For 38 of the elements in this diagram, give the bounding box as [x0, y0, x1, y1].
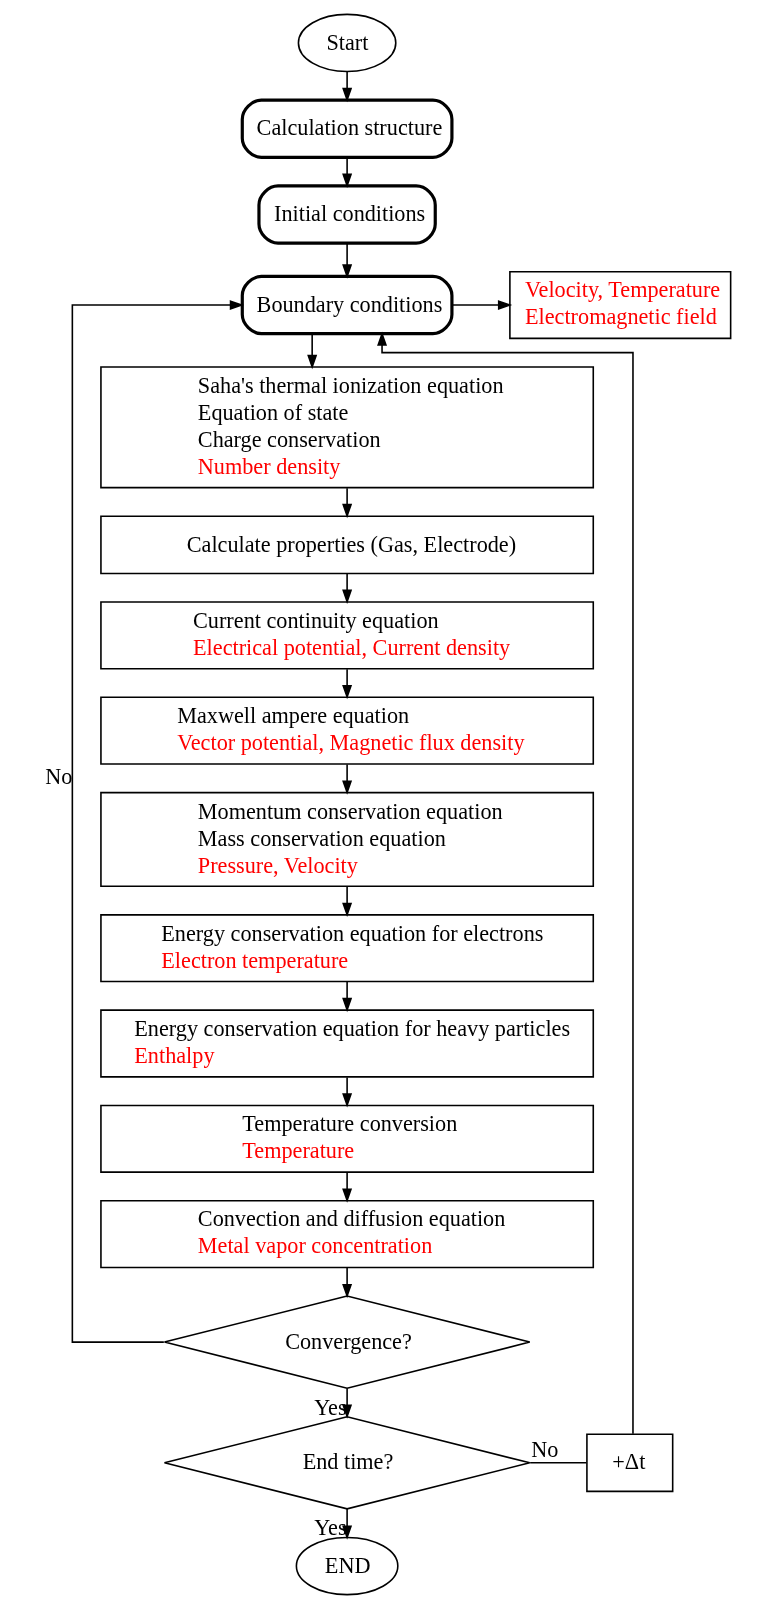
arrow: [451, 300, 513, 311]
connector: [529, 1462, 588, 1464]
node-box: Calculation structure: [240, 98, 454, 159]
arrow: [342, 156, 353, 188]
arrow: [342, 1508, 353, 1540]
arrow: [342, 981, 353, 1013]
node-box: Velocity, Temperature Electromagnetic field: [509, 270, 732, 340]
arrow: [342, 1171, 353, 1203]
node-box: Temperature conversion Temperature: [100, 1104, 595, 1173]
edge-label: No: [531, 1436, 559, 1462]
node-box: Initial conditions: [257, 184, 437, 245]
node-box: Saha's thermal ionization equation Equation of state Charge conservation Number density: [100, 366, 595, 489]
node-box: Current continuity equation Electrical potential, Current density: [100, 601, 595, 670]
arrow: [307, 333, 318, 370]
arrow: [342, 71, 353, 103]
node-diamond: Convergence?: [163, 1295, 531, 1389]
node-box: +Δt: [586, 1433, 674, 1493]
arrow: [342, 487, 353, 519]
arrow: [71, 300, 245, 1343]
node-box: Maxwell ampere equation Vector potential, Magnetic flux density: [100, 696, 595, 765]
node-box: Convection and diffusion equation Metal vapor concentration: [100, 1199, 595, 1269]
arrow: [342, 886, 353, 918]
node-box: Calculate properties (Gas, Electrode): [100, 515, 595, 575]
node-ellipse: Start: [297, 13, 397, 73]
arrow: [377, 331, 634, 1435]
arrow: [342, 1076, 353, 1108]
arrow: [342, 572, 353, 604]
arrow: [342, 242, 353, 279]
node-diamond: End time?: [163, 1415, 531, 1510]
arrow: [342, 763, 353, 795]
node-box: Momentum conservation equation Mass conservation equation Pressure, Velocity: [100, 791, 595, 888]
node-ellipse: END: [295, 1536, 399, 1596]
node-box: Boundary conditions: [240, 274, 454, 336]
node-box: Energy conservation equation for electrons Electron temperature: [100, 914, 595, 983]
node-box: Energy conservation equation for heavy particles Enthalpy: [100, 1009, 595, 1078]
arrow: [342, 1266, 353, 1299]
arrow: [342, 668, 353, 700]
edge-label: No: [45, 764, 73, 790]
